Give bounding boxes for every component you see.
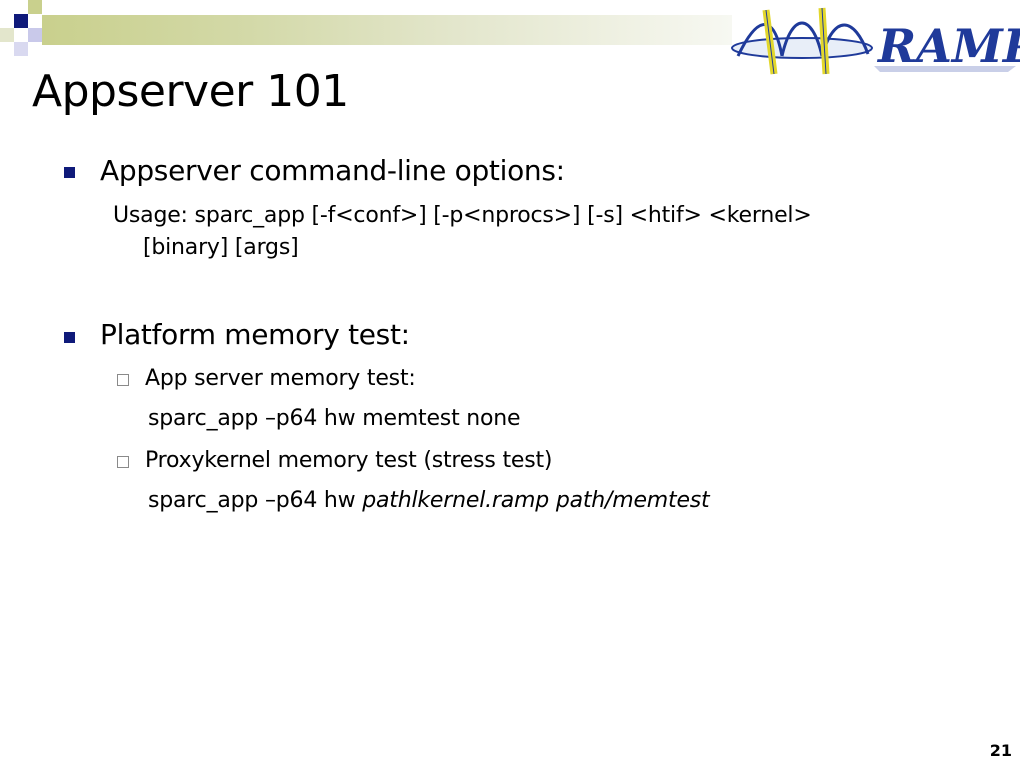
sub-item-2-command: sparc_app –p64 hw pathlkernel.ramp path/…	[148, 488, 710, 513]
bullet-square-icon	[64, 332, 75, 343]
corner-square-olive-2	[0, 28, 14, 42]
slide-title: Appserver 101	[32, 66, 349, 117]
ramp-logo: RAMP	[730, 4, 1024, 78]
corner-square-lavender	[28, 28, 42, 42]
corner-square-olive	[28, 0, 42, 14]
usage-line-1: Usage: sparc_app [-f<conf>] [-p<nprocs>]…	[113, 203, 812, 228]
bullet-2: Platform memory test:	[100, 318, 410, 351]
corner-square-lavender-2	[14, 42, 28, 56]
corner-square-navy	[14, 14, 28, 28]
header-gradient-bar	[42, 15, 732, 45]
sub-item-1-command: sparc_app –p64 hw memtest none	[148, 406, 521, 431]
command-italic-paths: pathlkernel.ramp path/memtest	[362, 488, 710, 513]
bullet-square-icon	[64, 167, 75, 178]
page-number: 21	[989, 741, 1012, 760]
hollow-square-bullet-icon	[117, 374, 129, 386]
command-plain: sparc_app –p64 hw	[148, 488, 363, 513]
usage-line-2: [binary] [args]	[143, 235, 299, 260]
sub-item-2-label: Proxykernel memory test (stress test)	[145, 448, 553, 473]
bullet-1: Appserver command-line options:	[100, 154, 565, 187]
hollow-square-bullet-icon	[117, 456, 129, 468]
sub-item-1-label: App server memory test:	[145, 366, 416, 391]
logo-text: RAMP	[876, 19, 1020, 73]
